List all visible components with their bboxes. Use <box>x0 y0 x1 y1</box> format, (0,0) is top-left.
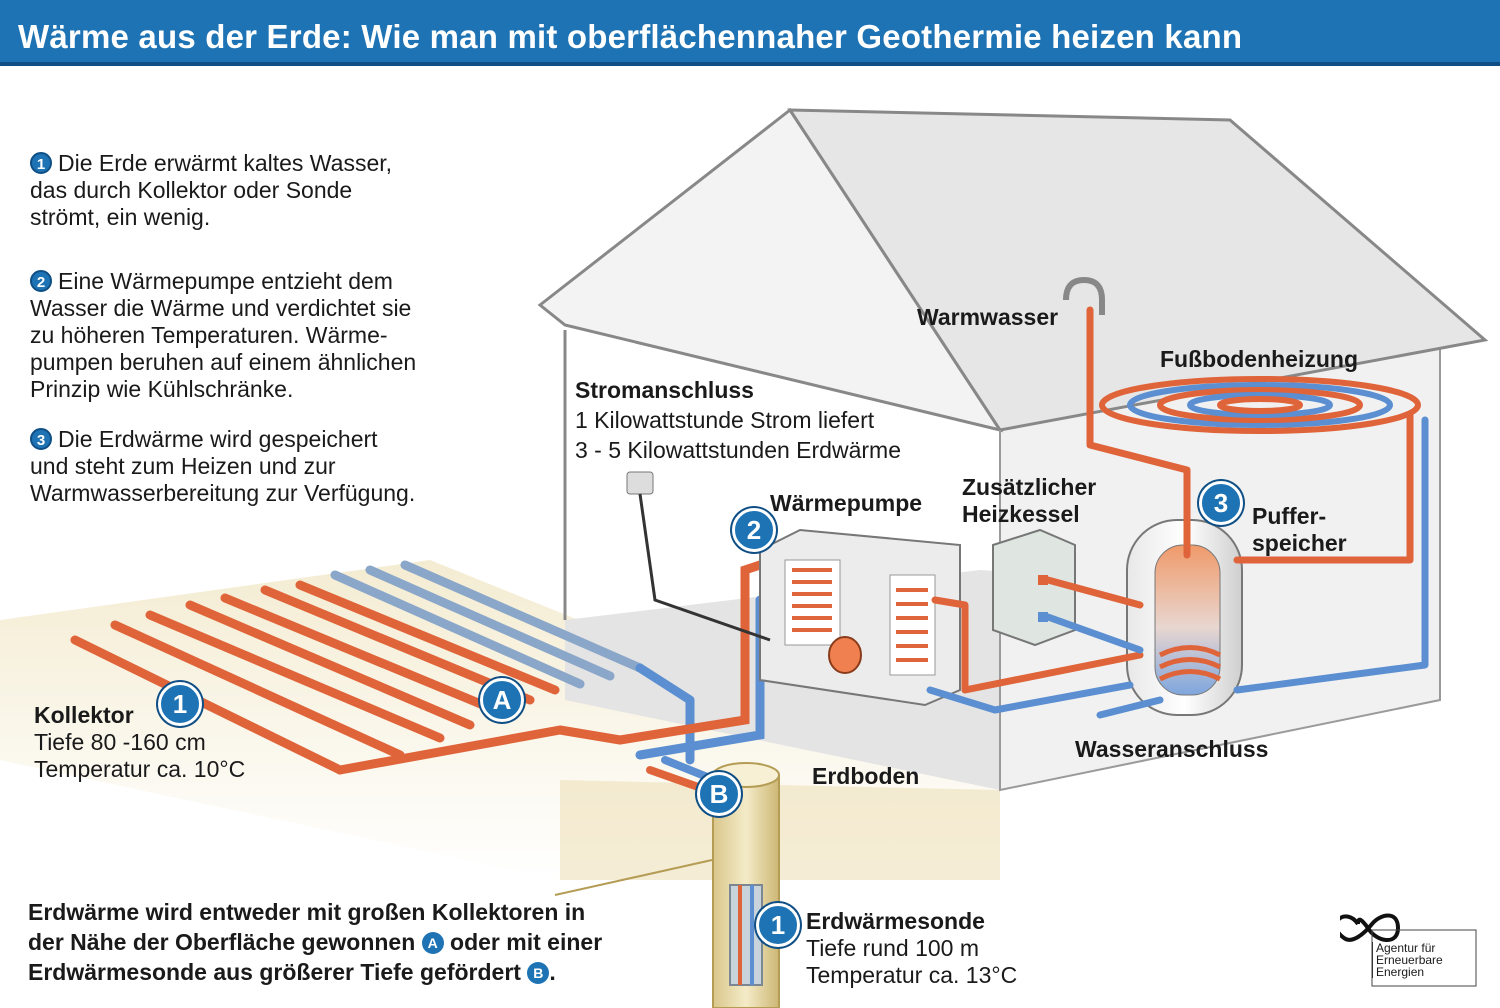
label-fussbodenheizung: Fußbodenheizung <box>1160 346 1359 372</box>
badge-3: 3 <box>1199 481 1243 525</box>
label-erdwaermesonde: Erdwärmesonde Tiefe rund 100 m Temperatu… <box>806 908 1018 988</box>
badge-1-sonde: 1 <box>756 903 800 947</box>
footer-text: Erdwärme wird entweder mit großen Kollek… <box>28 899 603 985</box>
label-warmwasser: Warmwasser <box>917 304 1059 330</box>
step-3-number: 3 <box>30 428 52 450</box>
label-waermepumpe: Wärmepumpe <box>770 490 923 516</box>
label-pufferspeicher: Puffer- speicher <box>1252 503 1347 556</box>
collector-loop-hot <box>70 580 560 775</box>
pipe-tank-to-hp-cold <box>926 681 1134 714</box>
label-kollektor: Kollektor Tiefe 80 -160 cm Temperatur ca… <box>34 702 246 782</box>
collector-loop-cold <box>330 560 645 689</box>
collector-supply <box>635 663 695 765</box>
inline-badge-b: B <box>527 962 550 984</box>
geothermal-diagram <box>0 107 1489 1008</box>
label-stromanschluss: Stromanschluss 1 Kilowattstunde Strom li… <box>575 377 901 463</box>
buffer-tank <box>1126 519 1243 716</box>
pipe-floor-cold <box>1233 416 1429 694</box>
badge-1-collector: 1 <box>158 682 202 726</box>
heat-pump <box>759 528 961 707</box>
page-title: Wärme aus der Erde: Wie man mit oberfläc… <box>18 18 1243 55</box>
badge-a: A <box>480 678 524 722</box>
logo-text: Agentur für Erneuerbare Energien <box>1372 942 1476 978</box>
step-2-number: 2 <box>30 270 52 292</box>
header-bar: Wärme aus der Erde: Wie man mit oberfläc… <box>0 0 1500 66</box>
house-pipes <box>926 306 1429 719</box>
label-wasseranschluss: Wasseranschluss <box>1075 736 1269 762</box>
power-cable <box>626 471 771 642</box>
pipe-boiler-cold <box>1044 613 1144 654</box>
pipe-floor-hot <box>1233 411 1414 564</box>
leader-line <box>554 859 713 896</box>
label-heizkessel: Zusätzlicher Heizkessel <box>962 474 1097 527</box>
collector-return <box>335 725 625 775</box>
floor-heating <box>1099 376 1421 434</box>
pipe-hp-to-tank-hot <box>931 596 1144 694</box>
roof-side <box>787 108 1489 432</box>
pipe-water-inlet <box>1096 696 1164 719</box>
label-erdboden: Erdboden <box>812 763 920 789</box>
pipe-boiler-hot <box>1044 576 1144 609</box>
step-1-number: 1 <box>30 152 52 174</box>
collector-field <box>70 560 695 775</box>
badge-b: B <box>697 772 741 816</box>
tap-icon <box>1063 276 1105 315</box>
badge-2: 2 <box>732 508 776 552</box>
inline-badge-a: A <box>421 932 444 954</box>
pipe-warmwater <box>1086 306 1191 559</box>
